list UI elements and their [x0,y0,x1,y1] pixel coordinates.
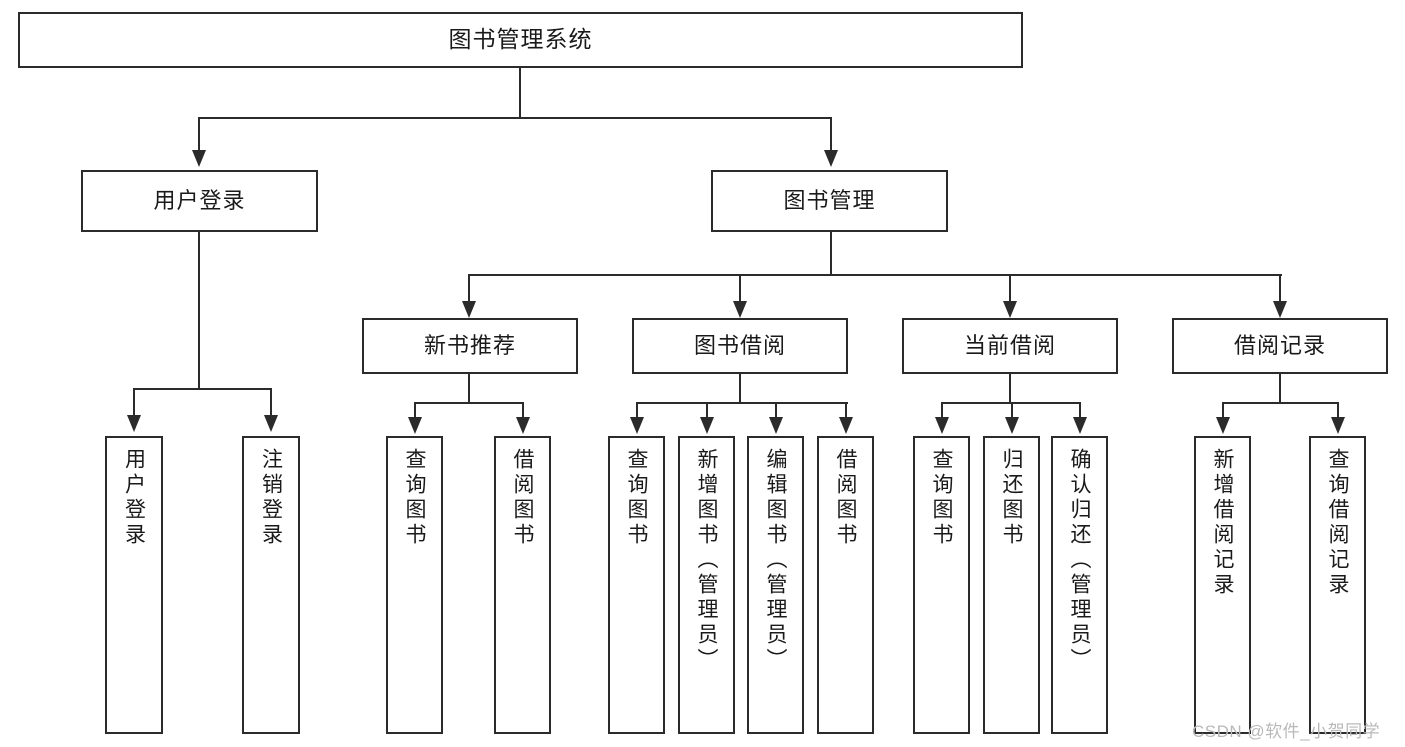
arrowhead-icon [733,301,747,318]
leaf-borrow-book-borrow[interactable]: 借阅图书 [817,436,874,734]
arrowhead-icon [700,417,714,434]
connector-bookborrow-drop-1 [636,402,639,420]
leaf-return-book[interactable]: 归还图书 [983,436,1040,734]
connector-userlogin-stem [198,232,201,388]
node-label: 图书管理 [783,187,876,213]
connector-root-bus [198,117,832,120]
arrowhead-icon [630,417,644,434]
connector-root-drop-1 [198,117,201,153]
connector-userlogin-drop-2 [270,388,273,418]
leaf-add-book-admin[interactable]: 新增图书（管理员） [678,436,735,734]
leaf-edit-book-admin[interactable]: 编辑图书（管理员） [747,436,804,734]
arrowhead-icon [1073,417,1087,434]
node-label: 新书推荐 [423,332,516,358]
connector-root-stem [519,68,522,117]
arrowhead-icon [516,417,530,434]
node-label: 图书管理系统 [448,26,593,53]
connector-newbook-stem [468,374,471,402]
connector-bookmgmt-drop-4 [1279,274,1282,304]
connector-bookborrow-drop-3 [775,402,778,420]
node-label: 查询图书 [403,448,426,548]
node-label: 编辑图书（管理员） [764,448,787,673]
node-label: 借阅记录 [1233,332,1326,358]
node-user-login[interactable]: 用户登录 [81,170,318,232]
node-label: 借阅图书 [511,448,534,548]
node-label: 查询借阅记录 [1326,448,1349,598]
arrowhead-icon [824,150,838,167]
leaf-query-book-newbook[interactable]: 查询图书 [386,436,443,734]
connector-bookmgmt-drop-2 [739,274,742,304]
connector-userlogin-bus [133,388,270,391]
connector-bookmgmt-bus [468,274,1282,277]
connector-currentborrow-drop-1 [941,402,944,420]
node-label: 注销登录 [259,448,283,548]
connector-bookborrow-drop-2 [706,402,709,420]
arrowhead-icon [1331,417,1345,434]
node-label: 用户登录 [122,448,146,548]
csdn-watermark: CSDN @软件_小贺同学 [1192,717,1380,742]
node-book-borrow[interactable]: 图书借阅 [632,318,848,374]
connector-userlogin-drop-1 [133,388,136,418]
arrowhead-icon [1216,417,1230,434]
leaf-logout[interactable]: 注销登录 [242,436,300,734]
arrowhead-icon [192,150,206,167]
arrowhead-icon [408,417,422,434]
node-label: 确认归还（管理员） [1068,448,1091,673]
arrowhead-icon [839,417,853,434]
connector-borrowrecord-drop-2 [1337,402,1340,420]
arrowhead-icon [127,415,141,432]
connector-borrowrecord-stem [1279,374,1282,402]
connector-newbook-drop-2 [522,402,525,420]
node-root[interactable]: 图书管理系统 [18,12,1023,68]
connector-newbook-bus [414,402,524,405]
arrowhead-icon [1005,417,1019,434]
connector-root-drop-2 [830,117,833,153]
arrowhead-icon [462,301,476,318]
leaf-borrow-book-newbook[interactable]: 借阅图书 [494,436,551,734]
connector-bookborrow-drop-4 [845,402,848,420]
arrowhead-icon [1273,301,1287,318]
watermark-text: CSDN @软件_小贺同学 [1192,722,1381,741]
node-label: 用户登录 [153,187,246,213]
node-borrow-record[interactable]: 借阅记录 [1172,318,1388,374]
node-label: 图书借阅 [693,332,786,358]
leaf-query-book-borrow[interactable]: 查询图书 [608,436,665,734]
node-label: 归还图书 [1000,448,1023,548]
connector-bookmgmt-stem [830,232,833,274]
connector-bookborrow-bus [636,402,848,405]
connector-newbook-drop-1 [414,402,417,420]
node-label: 当前借阅 [963,332,1056,358]
connector-currentborrow-stem [1009,374,1012,402]
leaf-confirm-return-admin[interactable]: 确认归还（管理员） [1051,436,1108,734]
arrowhead-icon [935,417,949,434]
connector-currentborrow-drop-3 [1079,402,1082,420]
connector-bookmgmt-drop-1 [468,274,471,304]
node-label: 查询图书 [625,448,648,548]
arrowhead-icon [264,415,278,432]
leaf-add-borrow-record[interactable]: 新增借阅记录 [1194,436,1251,734]
node-label: 新增图书（管理员） [695,448,718,673]
node-label: 查询图书 [930,448,953,548]
arrowhead-icon [769,417,783,434]
leaf-user-login[interactable]: 用户登录 [105,436,163,734]
node-new-book-recommend[interactable]: 新书推荐 [362,318,578,374]
connector-bookborrow-stem [739,374,742,402]
connector-borrowrecord-bus [1222,402,1339,405]
node-current-borrow[interactable]: 当前借阅 [902,318,1118,374]
node-label: 借阅图书 [834,448,857,548]
connector-borrowrecord-drop-1 [1222,402,1225,420]
arrowhead-icon [1003,301,1017,318]
leaf-query-borrow-record[interactable]: 查询借阅记录 [1309,436,1366,734]
node-label: 新增借阅记录 [1211,448,1234,598]
node-book-management[interactable]: 图书管理 [711,170,948,232]
connector-currentborrow-drop-2 [1011,402,1014,420]
connector-bookmgmt-drop-3 [1009,274,1012,304]
leaf-query-book-current[interactable]: 查询图书 [913,436,970,734]
